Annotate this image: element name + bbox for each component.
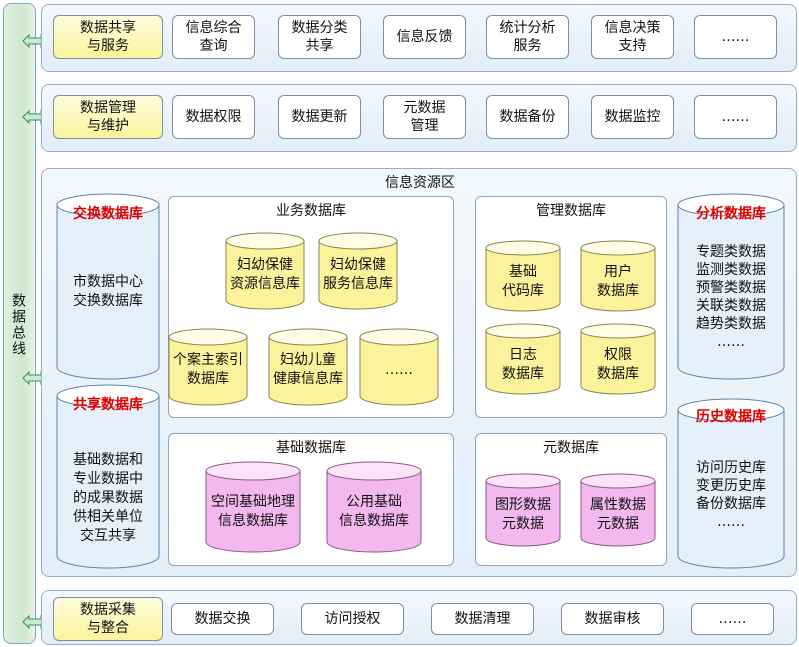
data-bus <box>3 3 36 644</box>
decision-support-button[interactable]: 信息决策 支持 <box>591 15 674 59</box>
cylinder-shape-1 <box>225 232 305 310</box>
permission-db-label: 权限 数据库 <box>597 347 639 382</box>
data-management-button[interactable]: 数据管理 与维护 <box>53 95 163 139</box>
cylinder-shape-8 <box>485 323 561 395</box>
log-db-label: 日志 数据库 <box>502 347 544 382</box>
metadata-management-button[interactable]: 元数据 管理 <box>383 95 466 139</box>
history-db-title: 历史数据库 <box>696 409 766 425</box>
data-backup-button[interactable]: 数据备份 <box>486 95 569 139</box>
child-health-db-label: 妇幼儿童 健康信息库 <box>273 352 343 387</box>
shared-db-title: 共享数据库 <box>73 397 143 413</box>
shared-db-cylinder <box>56 384 160 569</box>
statistical-analysis-button[interactable]: 统计分析 服务 <box>486 15 569 59</box>
info-query-button[interactable]: 信息综合 查询 <box>172 15 255 59</box>
cylinder-shape-7 <box>580 240 656 312</box>
master-index-db-label: 个案主索引 数据库 <box>173 352 243 387</box>
data-audit-button[interactable]: 数据审核 <box>561 603 664 635</box>
mch-service-db-label: 妇幼保健 服务信息库 <box>323 257 393 292</box>
cylinder-shape-2 <box>318 232 398 310</box>
analysis-db-title: 分析数据库 <box>696 206 766 222</box>
cylinder-shape-3 <box>168 328 248 406</box>
basic-db-title: 基础数据库 <box>276 440 346 456</box>
shared-db-body: 基础数据和 专业数据中 的成果数据 供相关单位 交互共享 <box>73 451 143 544</box>
data-monitor-button[interactable]: 数据监控 <box>591 95 674 139</box>
attribute-metadata-label: 属性数据 元数据 <box>590 497 646 532</box>
management-db-title: 管理数据库 <box>536 203 606 219</box>
spatial-geo-db-label: 空间基础地理 信息数据库 <box>211 494 295 529</box>
info-feedback-button[interactable]: 信息反馈 <box>383 15 466 59</box>
exchange-db-cylinder <box>56 193 160 380</box>
cylinder-shape-9 <box>580 323 656 395</box>
base-code-db-label: 基础 代码库 <box>502 264 544 299</box>
business-more-label: …… <box>385 361 413 378</box>
history-db-body: 访问历史库 变更历史库 备份数据库 …… <box>696 460 766 530</box>
data-update-button[interactable]: 数据更新 <box>278 95 361 139</box>
data-classification-button[interactable]: 数据分类 共享 <box>278 15 361 59</box>
graphic-metadata-label: 图形数据 元数据 <box>495 497 551 532</box>
more-services-button[interactable]: …… <box>694 15 777 59</box>
business-db-title: 业务数据库 <box>276 203 346 219</box>
history-db-cylinder <box>677 398 785 569</box>
cylinder-shape-11 <box>326 461 422 553</box>
resource-area-title: 信息资源区 <box>385 175 455 191</box>
exchange-db-title: 交换数据库 <box>73 206 143 222</box>
analysis-db-cylinder <box>677 193 785 380</box>
public-basic-db-label: 公用基础 信息数据库 <box>339 494 409 529</box>
more-management-button[interactable]: …… <box>694 95 777 139</box>
user-db-label: 用户 数据库 <box>597 264 639 299</box>
meta-db-title: 元数据库 <box>543 440 599 456</box>
data-collection-button[interactable]: 数据采集 与整合 <box>53 597 163 641</box>
data-permission-button[interactable]: 数据权限 <box>172 95 255 139</box>
more-collection-button[interactable]: …… <box>691 603 774 635</box>
data-sharing-service-button[interactable]: 数据共享 与服务 <box>53 15 163 59</box>
data-cleaning-button[interactable]: 数据清理 <box>431 603 534 635</box>
cylinder-shape-5 <box>359 328 439 406</box>
cylinder-shape-6 <box>485 240 561 312</box>
cylinder-shape-12 <box>485 473 561 547</box>
data-exchange-button[interactable]: 数据交换 <box>171 603 274 635</box>
cylinder-shape-10 <box>205 461 301 553</box>
exchange-db-body: 市数据中心 交换数据库 <box>73 274 143 309</box>
cylinder-shape-13 <box>580 473 656 547</box>
cylinder-shape-4 <box>268 328 348 406</box>
mch-resource-db-label: 妇幼保健 资源信息库 <box>230 257 300 292</box>
data-bus-label: 数据总线 <box>10 293 26 357</box>
collection-layer-band <box>41 590 797 645</box>
access-authorization-button[interactable]: 访问授权 <box>301 603 404 635</box>
analysis-db-body: 专题类数据 监测类数据 预警类数据 关联类数据 趋势类数据 …… <box>696 244 766 350</box>
